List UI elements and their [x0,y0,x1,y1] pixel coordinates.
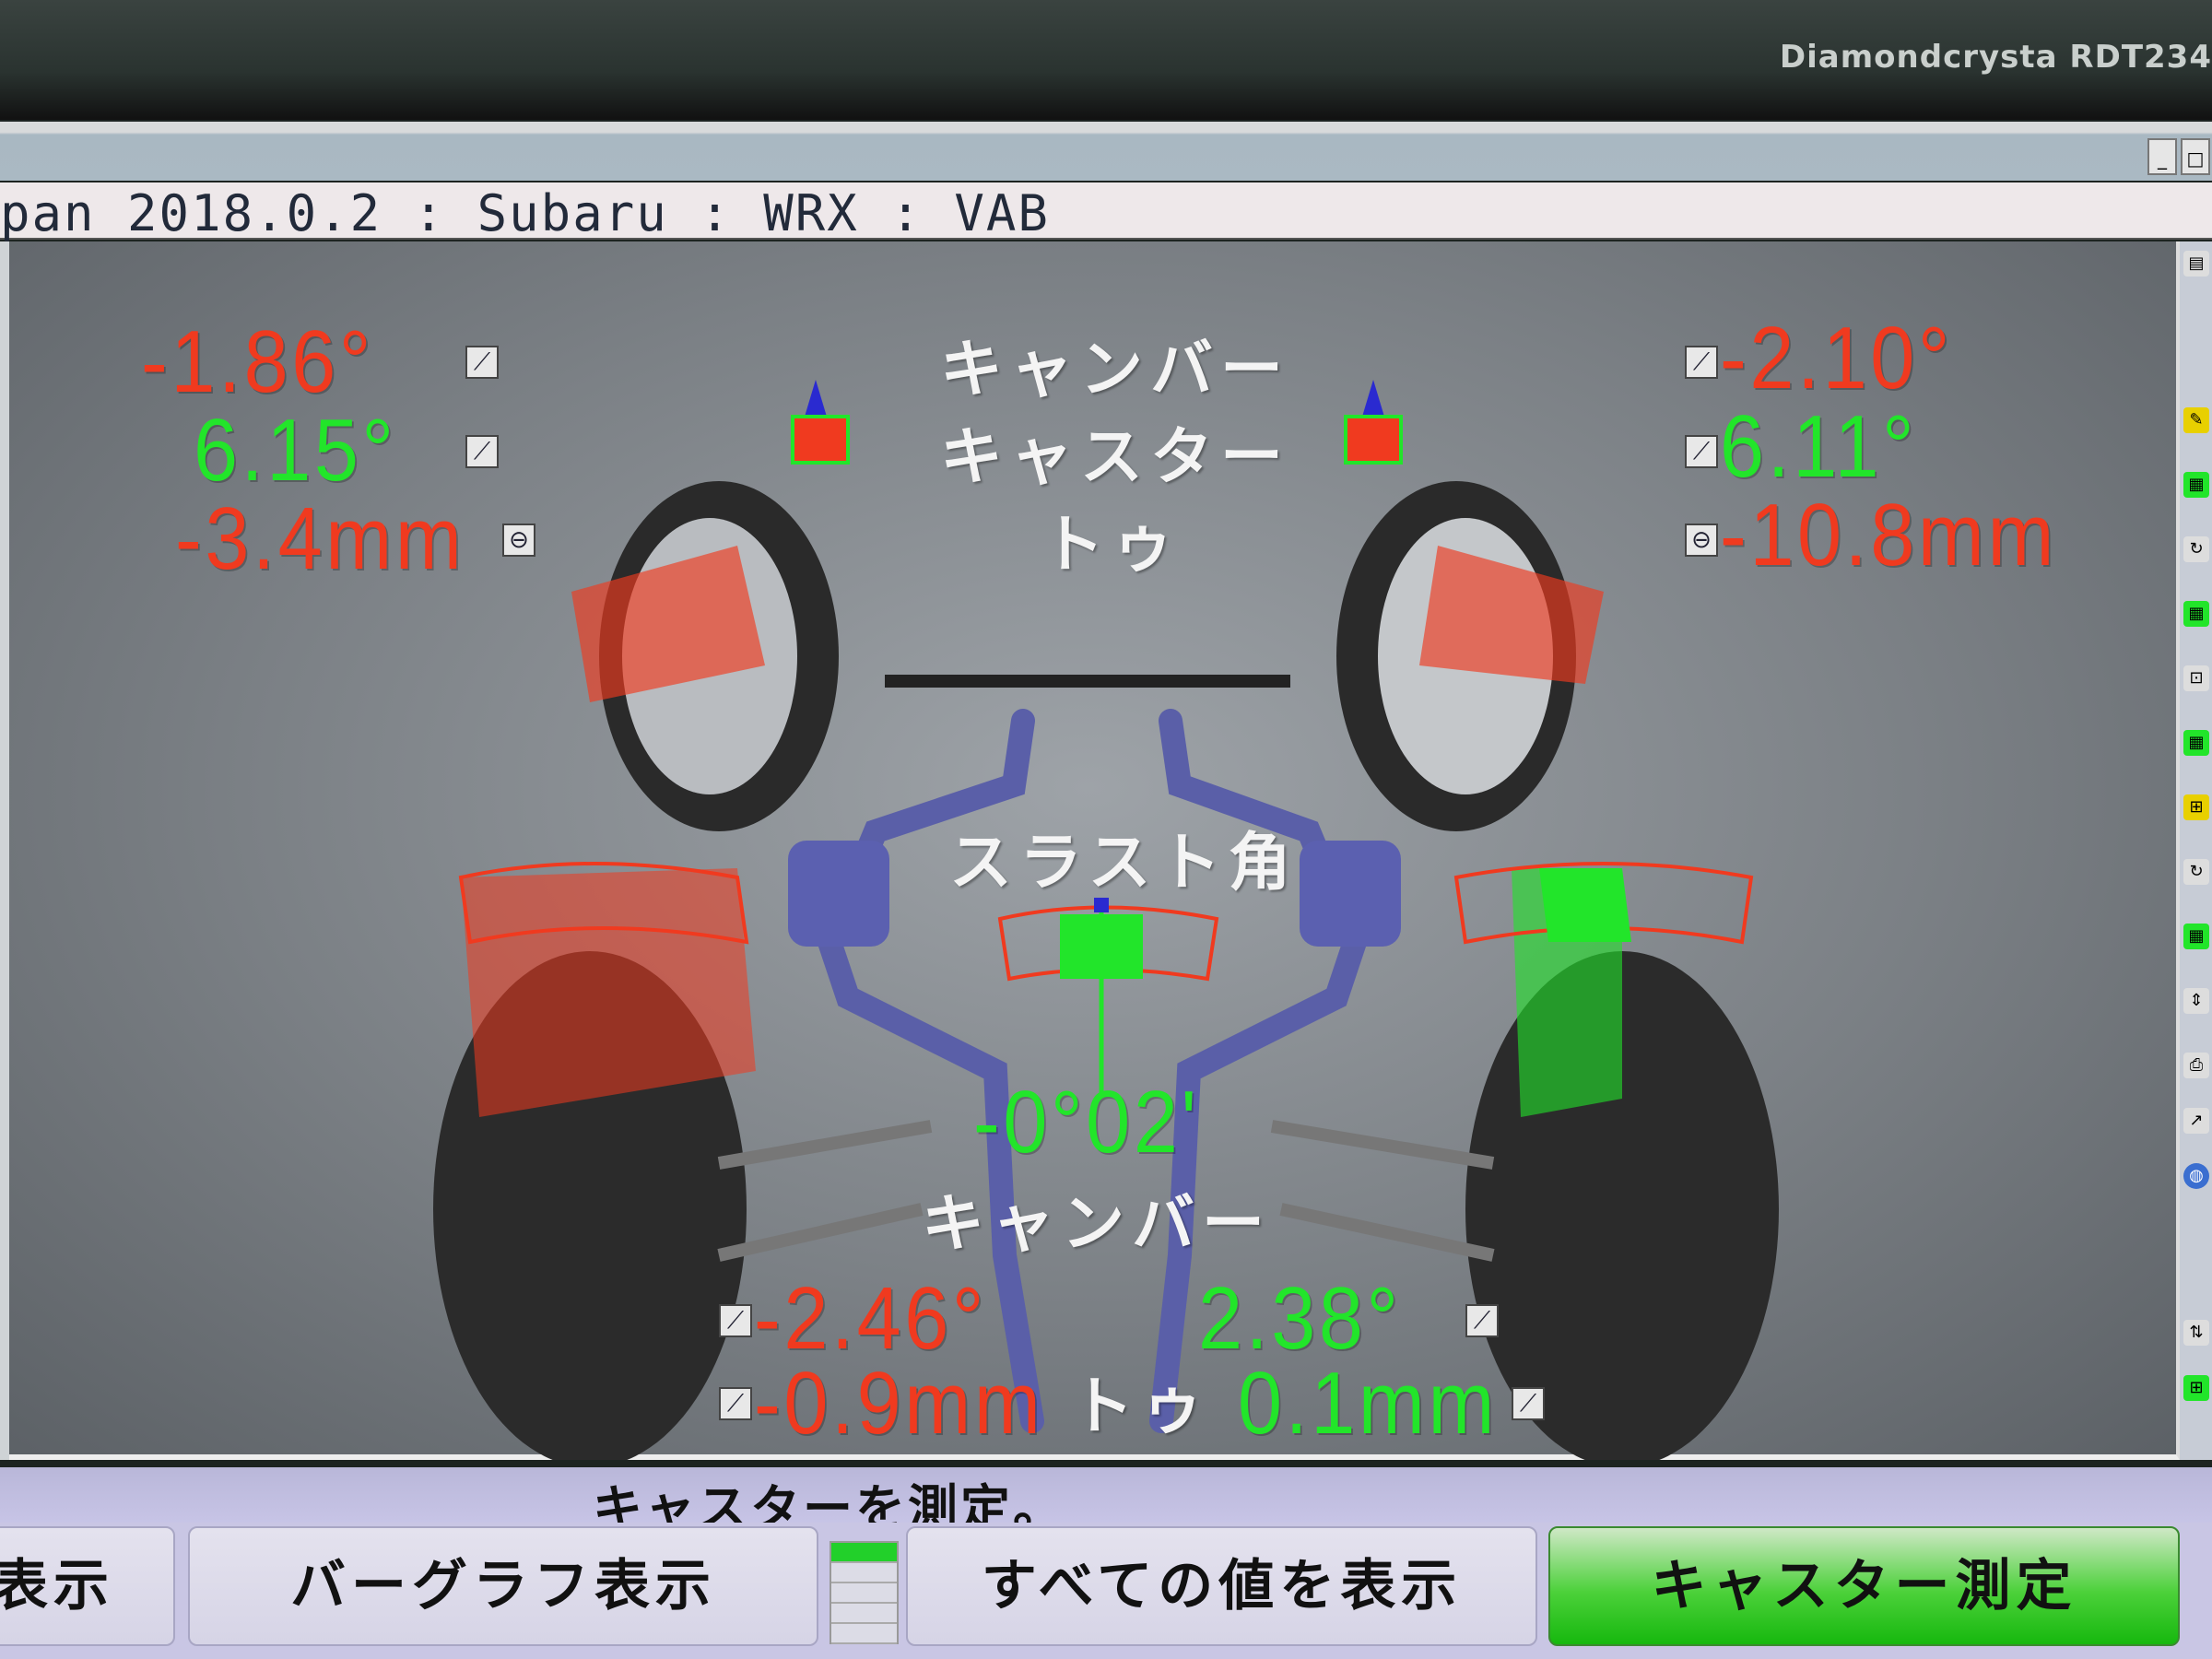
maximize-button[interactable]: □ [2181,138,2210,175]
rear-left-toe-arc [458,862,749,945]
vehicle-title: pan 2018.0.2 : Subaru : WRX : VAB [0,184,1050,242]
steering-icon[interactable]: ↻ [2183,536,2209,562]
wrench-icon[interactable]: ⟋ [1512,1387,1545,1420]
measure-icon[interactable]: ⇕ [2183,988,2209,1014]
wrench-icon[interactable]: ⟋ [1465,1304,1499,1337]
thrust-marker [1094,898,1109,912]
thrust-angle-value: -0°02' [973,1073,1200,1171]
measure-caster-button[interactable]: キャスター測定 [1548,1526,2180,1646]
wrench-icon[interactable]: ⟋ [1685,435,1718,468]
toe-label: トゥ [1041,509,1182,582]
wrench-icon[interactable]: ⟋ [719,1304,752,1337]
left-muffler [788,841,889,947]
right-toolbar: ▤ ✎ ▦ ↻ ▦ ⊡ ▦ ⊞ ↻ ▦ ⇕ ⎙ ↗ ◍ ⇅ ⊞ [2180,241,2212,1460]
wrench-icon[interactable]: ⟋ [719,1387,752,1420]
front-left-caster-value: 6.15° [194,401,397,500]
front-right-caster-arrow [1359,380,1387,426]
front-left-strut-top [791,415,850,465]
front-left-caster-arrow [802,380,830,426]
vehicle-icon[interactable]: ⊞ [2183,794,2209,820]
exhaust-system [817,709,1368,1433]
right-muffler [1300,841,1401,947]
front-right-strut-top [1344,415,1403,465]
printer-icon[interactable]: ⎙ [2183,1053,2209,1078]
minimize-button[interactable]: _ [2147,138,2177,175]
caster-label: キャスター [940,421,1291,494]
rear-toe-label: トゥ [1071,1371,1212,1443]
rear-links [717,1120,1495,1262]
front-right-camber-value: -2.10° [1720,309,1954,407]
rear-camber-label: キャンバー [922,1188,1273,1261]
left-panel-edge [0,241,9,1460]
window-titlebar [0,122,2212,181]
wrench-icon[interactable]: ⟋ [465,346,499,379]
rear-right-toe-indicator [1539,868,1631,942]
alignment-3d-view [0,241,2180,1460]
rear-right-toe-value: 0.1mm [1238,1354,1499,1453]
display-button[interactable]: 表示 [0,1526,175,1646]
front-left-toe-value: -3.4mm [175,489,465,588]
vehicle-header: pan 2018.0.2 : Subaru : WRX : VAB [0,182,2212,242]
tool-icon[interactable]: ✎ [2183,407,2209,433]
rear-left-camber-value: -2.46° [754,1269,988,1368]
value-panel-icon[interactable]: ▦ [2183,730,2209,756]
rear-left-toe-value: -0.9mm [754,1354,1044,1453]
value-panel-icon[interactable]: ▦ [2183,472,2209,498]
axle-icon[interactable]: ⊞ [2183,1375,2209,1401]
status-bar: キャスターを測定。 [0,1467,2212,1537]
export-icon[interactable]: ↗ [2183,1108,2209,1134]
lock-icon[interactable]: ⊡ [2183,665,2209,691]
front-left-camber-indicator [571,546,765,702]
value-panel-icon[interactable]: ▦ [2183,924,2209,949]
steering-icon[interactable]: ↻ [2183,859,2209,885]
front-right-caster-value: 6.11° [1720,397,1918,496]
globe-icon[interactable]: ◍ [2183,1163,2209,1189]
rear-right-toe-arc [1453,862,1754,945]
monitor-brand: Diamondcrysta RDT234 [1779,39,2212,76]
monitor-bezel: Diamondcrysta RDT234 [0,0,2212,120]
value-panel-icon[interactable]: ▦ [2183,601,2209,627]
front-right-camber-indicator [1419,546,1604,684]
rear-right-camber-value: 2.38° [1198,1269,1402,1368]
document-icon[interactable]: ▤ [2183,251,2209,276]
wrench-icon[interactable]: ⟋ [465,435,499,468]
front-left-camber-value: -1.86° [141,312,375,411]
show-all-values-button[interactable]: すべての値を表示 [906,1526,1537,1646]
steering-wheel-icon[interactable]: ⊖ [502,524,535,557]
steering-wheel-icon[interactable]: ⊖ [1685,524,1718,557]
adjust-icon[interactable]: ⇅ [2183,1320,2209,1346]
suspension-illustration [433,380,1779,1460]
wrench-icon[interactable]: ⟋ [1685,346,1718,379]
thrust-angle-label: スラスト角 [949,827,1299,900]
camber-label: キャンバー [940,334,1291,406]
steering-rack [885,675,1290,688]
level-indicator [830,1541,899,1644]
front-right-toe-value: -10.8mm [1720,486,2058,584]
bar-graph-button[interactable]: バーグラフ表示 [188,1526,818,1646]
